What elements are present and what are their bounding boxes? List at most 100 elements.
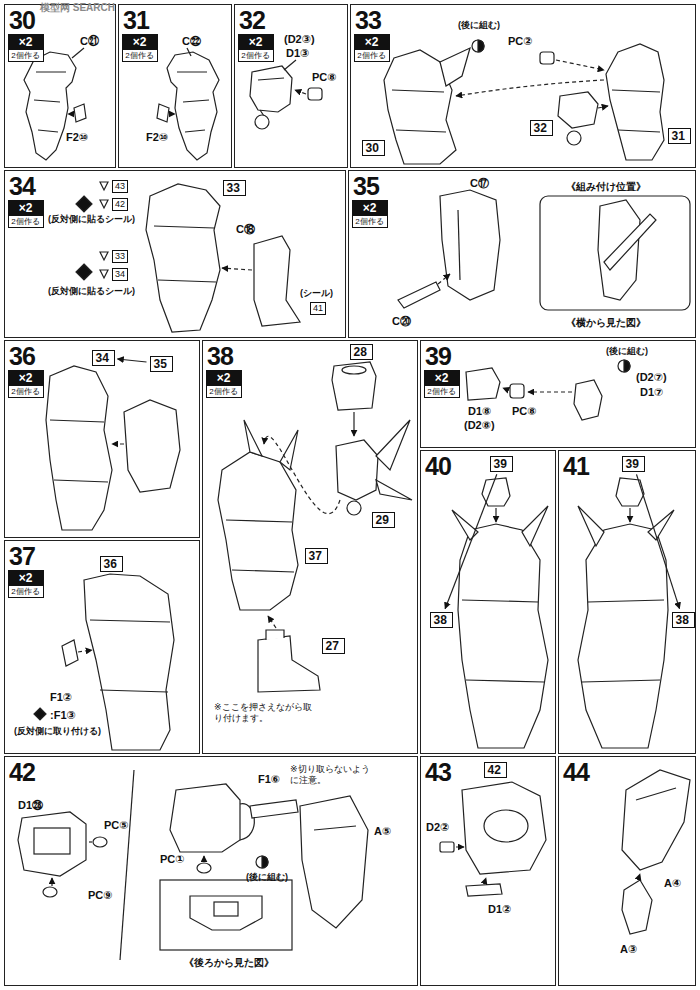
part-ref-box: 38	[672, 612, 695, 628]
part-drawing-34	[222, 268, 252, 270]
part-drawing-30	[72, 48, 84, 58]
part-drawing-31	[177, 72, 209, 132]
part-drawing-41	[616, 478, 644, 506]
part-ref-box: 37	[305, 548, 328, 564]
quantity-note: 2個作る	[9, 586, 43, 597]
quantity-badge: ×22個作る	[122, 34, 158, 62]
part-drawing-30	[24, 48, 86, 160]
part-drawing-38	[244, 420, 262, 456]
ref-number: 39	[494, 457, 509, 471]
part-drawing-39	[618, 360, 630, 372]
step-number: 44	[563, 759, 589, 785]
quantity-badge: ×22個作る	[206, 370, 242, 398]
quantity-badge: ×22個作る	[8, 34, 44, 62]
part-drawing-35	[438, 274, 450, 284]
part-label: D1②	[488, 902, 511, 916]
part-drawing-40	[462, 600, 544, 682]
part-drawing-42	[93, 837, 107, 847]
assembly-note: ※ここを押さえながら取り付けます。	[214, 702, 314, 724]
part-label: (D2⑧)	[464, 418, 495, 432]
part-drawing-33	[612, 90, 660, 132]
ref-number: 34	[96, 351, 111, 365]
part-drawing-39	[466, 368, 500, 400]
part-drawing-36	[112, 443, 124, 444]
part-drawing-33	[598, 106, 608, 108]
step-number: 33	[355, 7, 381, 33]
part-label: A④	[664, 876, 681, 890]
part-label: PC⑧	[312, 70, 337, 84]
quantity-badge: ×22個作る	[354, 34, 390, 62]
part-drawing-33	[384, 40, 664, 164]
part-drawing-33	[440, 48, 470, 86]
part-label: F2⑩	[146, 130, 168, 144]
part-label: C㉒	[182, 34, 201, 48]
part-drawing-38	[347, 501, 361, 515]
part-drawing-44	[636, 788, 676, 800]
step-number: 43	[425, 759, 451, 785]
part-drawing-43	[456, 846, 464, 847]
quantity-badge: ×22個作る	[8, 370, 44, 398]
part-drawing-36	[124, 400, 180, 492]
part-drawing-41	[578, 524, 668, 748]
part-drawing-31	[187, 48, 191, 56]
part-drawing-42	[203, 856, 204, 862]
part-label: C⑱	[236, 222, 255, 236]
part-drawing-38	[342, 366, 366, 374]
sticker-number: 43	[112, 180, 128, 193]
part-drawing-42	[120, 770, 134, 960]
step-panel: 33×22個作る303132	[350, 4, 696, 168]
part-drawing-39	[466, 360, 630, 420]
part-drawing-40	[522, 506, 548, 546]
part-label: C㉑	[80, 34, 99, 48]
assembly-arrow	[445, 474, 497, 608]
assembly-arrow	[636, 474, 679, 608]
part-drawing-41	[578, 478, 674, 748]
ref-number: 28	[354, 345, 369, 359]
quantity: ×2	[123, 35, 157, 50]
ref-number: 30	[366, 141, 381, 155]
part-drawing-43	[484, 878, 486, 884]
step-panel: 36×22個作る3435	[4, 340, 200, 538]
part-drawing-42	[170, 784, 240, 852]
part-drawing-32	[250, 60, 322, 129]
quantity-note: 2個作る	[123, 50, 157, 61]
part-drawing-32	[255, 115, 269, 129]
part-ref-box: 39	[490, 456, 513, 472]
part-drawing-41	[578, 506, 604, 546]
part-drawing-30	[74, 104, 86, 122]
part-label: (後に組む)	[606, 346, 648, 357]
part-drawing-38	[226, 520, 294, 572]
ref-number: 37	[309, 549, 324, 563]
part-label: :F1③	[50, 708, 76, 722]
quantity-note: 2個作る	[9, 50, 43, 61]
part-label: (後に組む)	[246, 872, 288, 883]
part-label: (D2⑦)	[636, 370, 667, 384]
part-label: D1㉘	[18, 798, 43, 812]
part-drawing-37	[34, 708, 46, 720]
part-drawing-35	[398, 190, 690, 310]
step-number: 39	[425, 343, 451, 369]
part-drawing-33	[456, 80, 604, 96]
part-drawing-44	[622, 770, 690, 934]
part-drawing-42	[34, 828, 70, 854]
part-drawing-42	[160, 880, 292, 950]
quantity-badge: ×22個作る	[8, 200, 44, 228]
quantity: ×2	[207, 371, 241, 386]
part-drawing-38	[268, 616, 276, 628]
ref-number: 38	[676, 613, 691, 627]
part-drawing-33	[556, 60, 604, 70]
part-drawing-35	[604, 214, 656, 270]
ref-number: 29	[376, 513, 391, 527]
ref-number: 27	[326, 639, 341, 653]
quantity: ×2	[355, 35, 389, 50]
step-panel: 30×22個作る	[4, 4, 116, 168]
part-ref-box: 27	[322, 638, 345, 654]
part-label: F1②	[50, 690, 72, 704]
part-drawing-43	[440, 842, 454, 852]
part-drawing-34	[100, 200, 108, 208]
part-drawing-38	[258, 636, 320, 692]
part-drawing-40	[452, 478, 548, 748]
ref-number: 32	[534, 121, 549, 135]
part-drawing-44	[638, 874, 640, 880]
quantity-note: 2個作る	[425, 386, 459, 397]
